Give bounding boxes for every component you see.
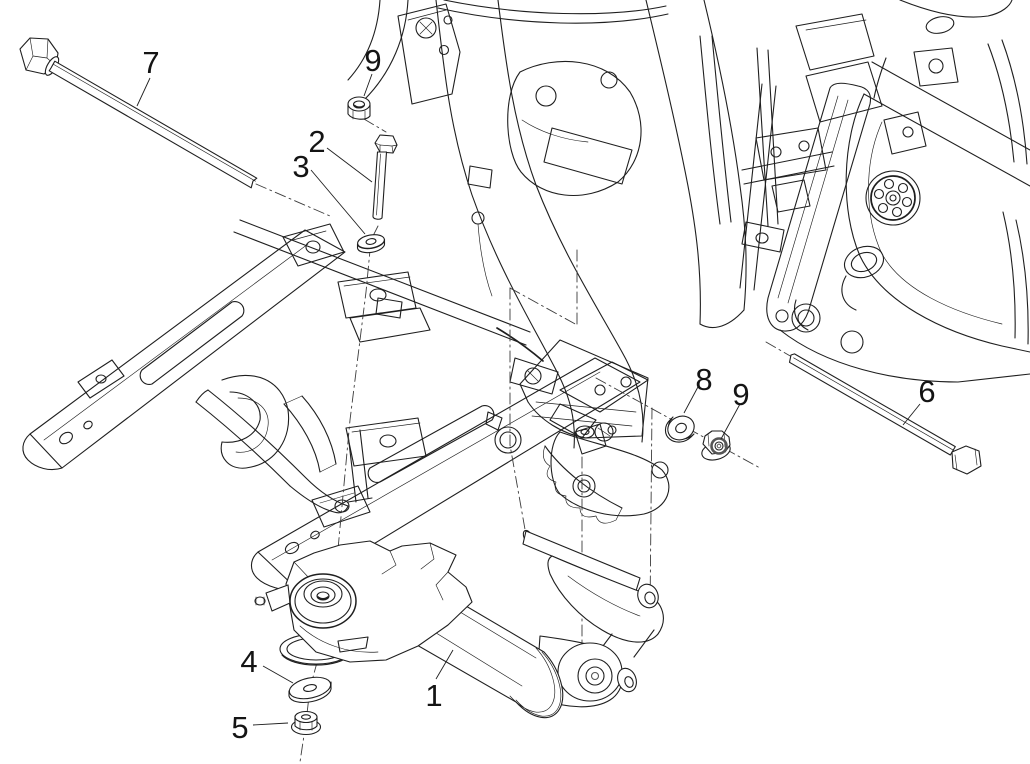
callout-9-top-leader bbox=[363, 73, 373, 97]
callout-9-middle-leader bbox=[720, 403, 741, 440]
left-rack-rail bbox=[22, 223, 346, 471]
hardware-parts bbox=[19, 37, 982, 736]
part-4-washer bbox=[288, 676, 332, 703]
callout-3-label: 3 bbox=[292, 149, 309, 184]
callout-4-label: 4 bbox=[240, 644, 257, 679]
part-1-swingarm bbox=[254, 529, 664, 719]
callout-1-label: 1 bbox=[425, 678, 442, 713]
engine-center-detail bbox=[467, 35, 785, 362]
axis-rod-end bbox=[649, 407, 653, 614]
frame-lower-bracket bbox=[519, 339, 649, 455]
callout-6-leader bbox=[902, 403, 921, 426]
axis-jog bbox=[509, 287, 578, 326]
callout-3: 3 bbox=[292, 149, 366, 235]
callout-7-leader bbox=[136, 77, 151, 107]
center-supports bbox=[195, 374, 427, 514]
axis-link-front bbox=[509, 287, 527, 536]
callout-2-label: 2 bbox=[308, 124, 325, 159]
callout-5: 5 bbox=[231, 710, 289, 745]
cross-beam bbox=[233, 219, 531, 346]
part-9-nut-middle bbox=[701, 430, 731, 461]
callout-1-leader bbox=[435, 649, 454, 680]
axis-bolt7 bbox=[255, 183, 331, 217]
part-6-long-bolt bbox=[788, 353, 982, 475]
engine-lower bbox=[543, 422, 670, 524]
callout-6-label: 6 bbox=[918, 374, 935, 409]
part-7-long-bolt bbox=[19, 37, 258, 189]
callout-4-leader bbox=[262, 665, 294, 684]
axis-nut9-top bbox=[363, 118, 387, 133]
callout-4: 4 bbox=[240, 644, 294, 684]
callout-5-label: 5 bbox=[231, 710, 248, 745]
callout-5-leader bbox=[252, 722, 289, 726]
callout-9-middle: 9 bbox=[720, 377, 750, 440]
part-8-washer bbox=[664, 415, 695, 443]
part-9-nut-top bbox=[347, 96, 371, 120]
frame-tubes bbox=[347, 0, 747, 449]
callout-7-label: 7 bbox=[142, 45, 159, 80]
callout-2-leader bbox=[326, 147, 373, 183]
callout-3-leader bbox=[310, 169, 366, 235]
part-5-flange-nut bbox=[290, 710, 322, 736]
engine-right bbox=[739, 0, 1030, 383]
callout-9-middle-label: 9 bbox=[732, 377, 749, 412]
axis-bolt6 bbox=[765, 341, 793, 358]
callout-8-leader bbox=[683, 384, 700, 414]
frame-artwork bbox=[22, 0, 1030, 591]
callouts: 1 2 3 4 5 6 7 8 bbox=[136, 43, 936, 745]
callout-2: 2 bbox=[308, 124, 373, 183]
part-3-washer bbox=[356, 234, 386, 254]
callout-8-label: 8 bbox=[695, 362, 712, 397]
callout-6: 6 bbox=[902, 374, 936, 426]
callout-7: 7 bbox=[136, 45, 160, 107]
callout-9-top: 9 bbox=[363, 43, 382, 97]
right-rack-rail bbox=[250, 357, 649, 591]
callout-9-top-label: 9 bbox=[364, 43, 381, 78]
part-2-hex-bolt bbox=[372, 134, 398, 220]
callout-1: 1 bbox=[425, 649, 454, 713]
callout-8: 8 bbox=[683, 362, 713, 414]
